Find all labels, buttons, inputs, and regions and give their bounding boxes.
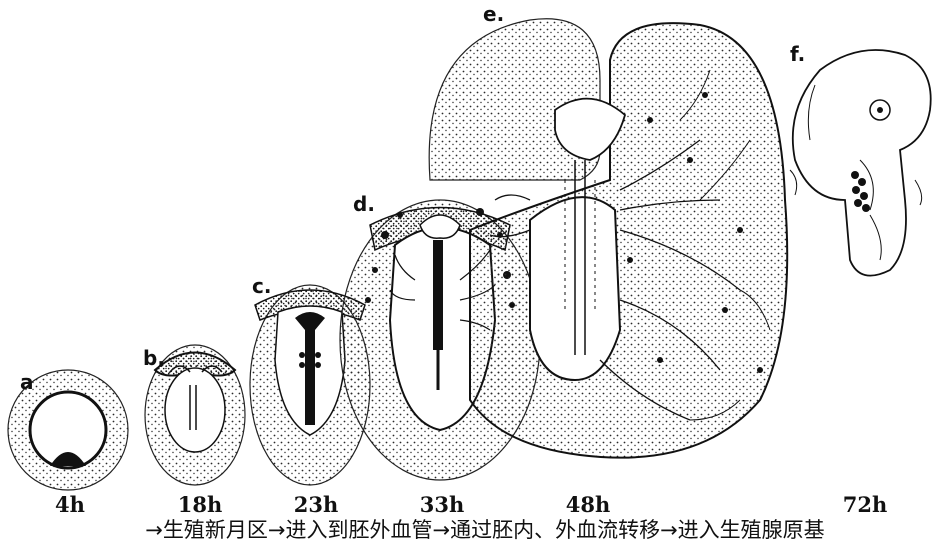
stage-b-time: 18h (160, 494, 240, 515)
stage-b-letter: b. (143, 348, 165, 368)
stage-a-letter: a (20, 372, 34, 392)
stage-e-letter: e. (483, 4, 504, 24)
stage-e-time: 48h (548, 494, 628, 515)
stage-c-time: 23h (276, 494, 356, 515)
stage-a-time: 4h (30, 494, 110, 515)
stage-f-letter: f. (790, 44, 805, 64)
stage-c-letter: c. (252, 276, 271, 296)
migration-path-caption: →生殖新月区→进入到胚外血管→通过胚内、外血流转移→进入生殖腺原基 (95, 520, 875, 541)
stage-d-letter: d. (353, 194, 375, 214)
stage-f-time: 72h (825, 494, 905, 515)
stage-f-embryo (790, 50, 931, 276)
stage-e-embryo (429, 19, 787, 458)
stage-d-time: 33h (402, 494, 482, 515)
